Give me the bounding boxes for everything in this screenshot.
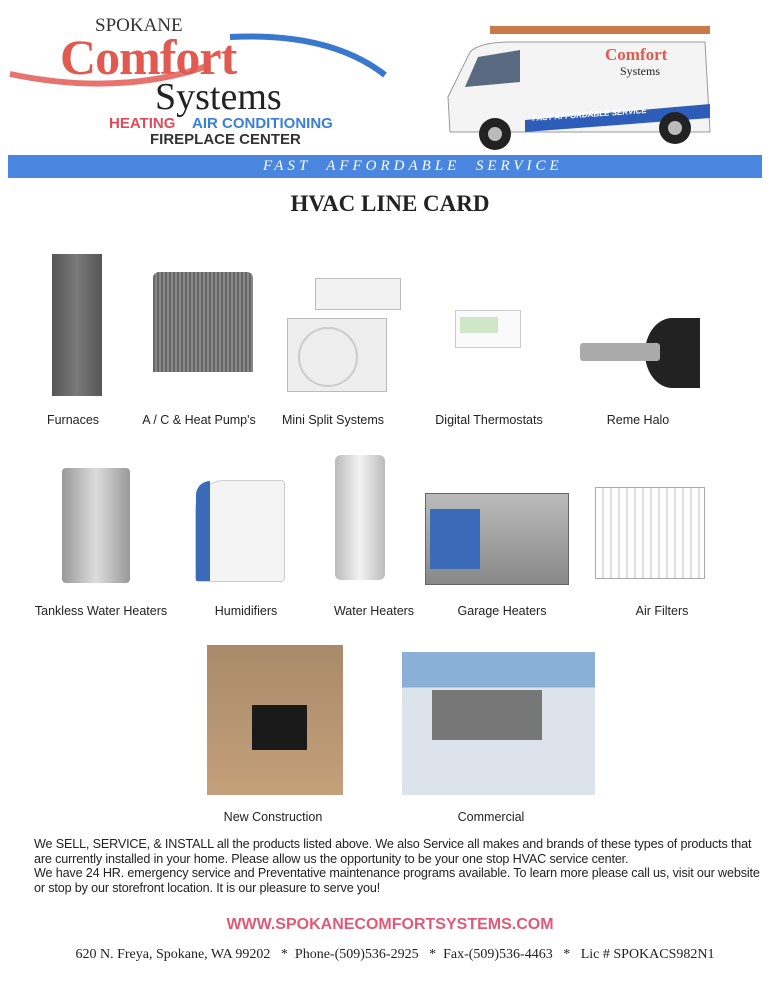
label-mini-split: Mini Split Systems <box>281 413 385 427</box>
label-commercial: Commercial <box>457 810 525 824</box>
van-logo-text: Comfort <box>605 45 668 64</box>
garage-heater-image <box>425 493 569 585</box>
label-garage-heaters: Garage Heaters <box>457 604 547 618</box>
label-tankless: Tankless Water Heaters <box>34 604 168 618</box>
mini-split-outdoor-image <box>287 318 387 392</box>
humidifier-image <box>195 480 285 582</box>
logo-fireplace: FIREPLACE CENTER <box>150 131 301 148</box>
new-construction-photo <box>207 645 343 795</box>
van-systems-text: Systems <box>620 64 661 78</box>
tankless-heater-image <box>62 468 130 583</box>
ac-unit-image <box>153 272 253 372</box>
van-icon <box>447 26 711 150</box>
logo-air-conditioning: AIR CONDITIONING <box>192 115 333 132</box>
water-heater-image <box>335 455 385 580</box>
commercial-photo <box>402 652 595 795</box>
logo-comfort: Comfort <box>60 29 237 85</box>
body-paragraph-2: We have 24 HR. emergency service and Pre… <box>34 866 760 895</box>
tagline-text: FAST AFFORDABLE SERVICE <box>263 158 563 174</box>
label-air-filters: Air Filters <box>635 604 689 618</box>
label-water-heaters: Water Heaters <box>333 604 415 618</box>
thermostat-image <box>455 310 521 348</box>
body-text: We SELL, SERVICE, & INSTALL all the prod… <box>34 837 762 895</box>
label-thermostats: Digital Thermostats <box>435 413 543 427</box>
label-humidifiers: Humidifiers <box>214 604 278 618</box>
logo-spokane: SPOKANE <box>95 15 183 36</box>
service-van-image: Comfort Systems FAST AFFORDABLE SERVICE <box>440 22 715 154</box>
tagline-banner: FAST AFFORDABLE SERVICE <box>8 155 762 178</box>
logo-systems: Systems <box>155 76 282 118</box>
logo-swoosh-icon <box>9 33 387 87</box>
footer-contact: 620 N. Freya, Spokane, WA 99202 * Phone-… <box>75 947 715 962</box>
logo-heating: HEATING <box>109 115 176 132</box>
website-link[interactable]: WWW.SPOKANECOMFORTSYSTEMS.COM <box>226 916 554 933</box>
label-furnaces: Furnaces <box>46 413 100 427</box>
mini-split-indoor-image <box>315 278 401 310</box>
label-ac-heat-pumps: A / C & Heat Pump's <box>142 413 256 427</box>
air-filter-image <box>595 487 705 579</box>
reme-halo-image <box>580 318 700 388</box>
page-title: HVAC LINE CARD <box>290 191 490 216</box>
label-reme-halo: Reme Halo <box>606 413 670 427</box>
body-paragraph-1: We SELL, SERVICE, & INSTALL all the prod… <box>34 837 752 866</box>
company-logo: SPOKANE Comfort Systems HEATING AIR COND… <box>0 12 400 152</box>
label-new-construction: New Construction <box>223 810 323 824</box>
furnace-image <box>52 254 102 396</box>
